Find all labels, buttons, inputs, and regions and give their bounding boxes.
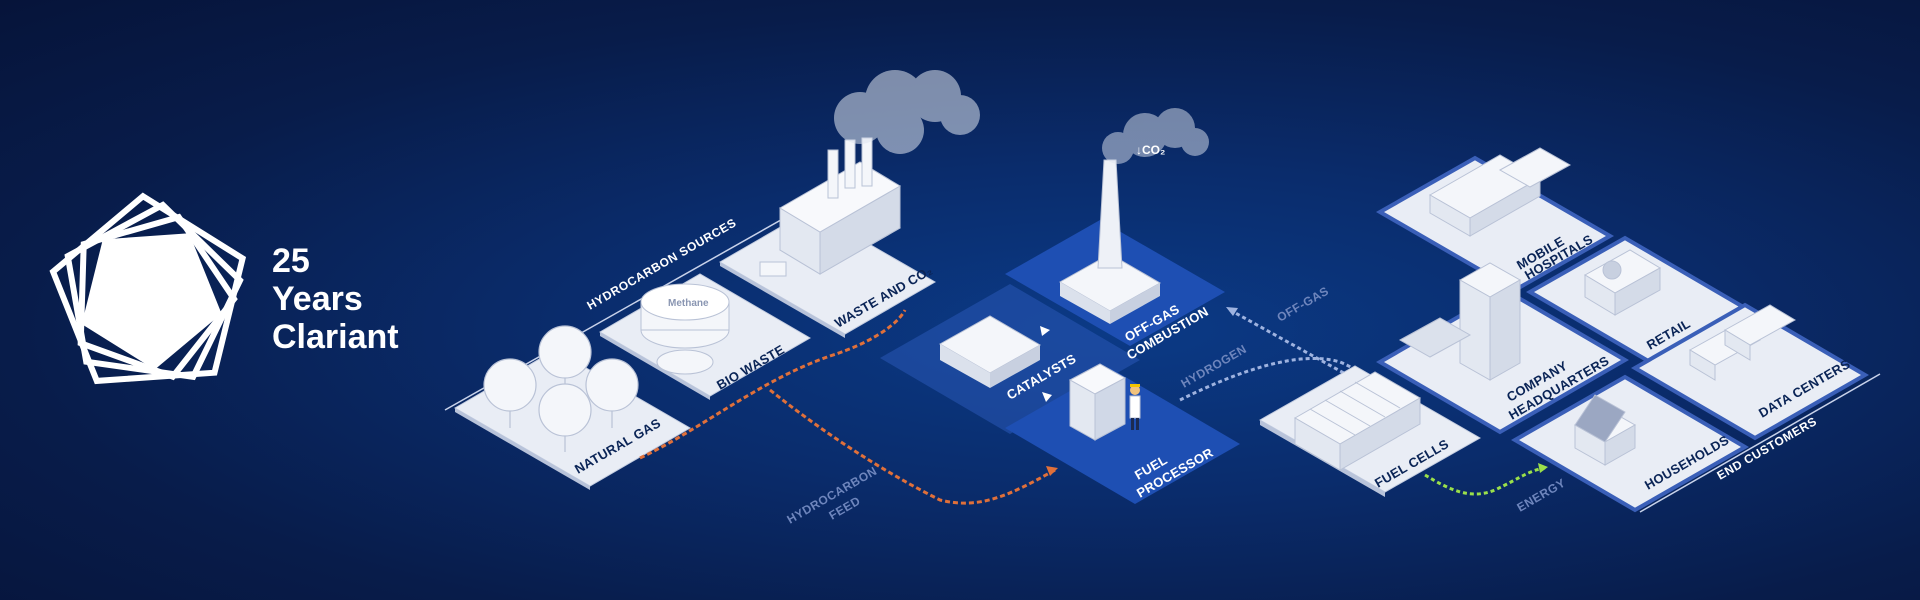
energy-flow: ENERGY <box>1424 463 1568 515</box>
methane-label: Methane <box>668 298 709 309</box>
fuel-processor-unit-icon <box>1068 363 1127 441</box>
mobile-hospitals-tile: MOBILE HOSPITALS <box>1375 147 1615 293</box>
offgas-flow: OFF-GAS <box>1226 284 1361 384</box>
end-customers-group: MOBILE HOSPITALS RETAIL COMPANY <box>1375 147 1881 513</box>
energy-label: ENERGY <box>1515 476 1568 515</box>
hydrocarbon-sources-group: HYDROCARBON SOURCES NATURAL GAS Methane <box>444 70 980 490</box>
logo-line-years: Years <box>272 280 363 318</box>
waste-co2-tile: WASTE AND CO₂ <box>718 70 980 338</box>
process-group: CATALYSTS FUEL PROCESSOR ↓CO₂ O <box>880 108 1240 504</box>
catalyst-box-icon <box>938 315 1042 388</box>
factory-icon <box>759 137 901 277</box>
logo-line-clariant: Clariant <box>272 318 399 356</box>
smoke-cloud-icon <box>834 70 980 154</box>
operator-icon <box>1129 384 1141 430</box>
data-centers-tile: DATA CENTERS <box>1631 302 1869 441</box>
chimney-icon <box>1058 159 1162 324</box>
clariant-logo: 25 Years Clariant <box>49 192 399 385</box>
logo-line-25: 25 <box>272 242 310 280</box>
households-tile: HOUSEHOLDS <box>1511 374 1749 513</box>
retail-store-icon <box>1584 249 1661 316</box>
arrow-to-catalysts-icon <box>1040 326 1050 336</box>
fuel-cell-stacks-icon <box>1293 371 1422 471</box>
methane-tank-icon: Methane <box>640 283 730 375</box>
headquarters-building-icon <box>1398 262 1522 381</box>
mobile-hospital-truck-icon <box>1428 147 1572 237</box>
gas-sphere-tanks <box>483 325 639 452</box>
server-racks-icon <box>1689 304 1796 381</box>
bio-waste-tile: Methane BIO WASTE <box>599 273 811 400</box>
co2-label: ↓CO₂ <box>1136 143 1165 157</box>
offgas-label: OFF-GAS <box>1275 284 1332 325</box>
house-icon <box>1573 394 1637 466</box>
fuel-cells-tile: FUEL CELLS <box>1258 365 1482 497</box>
customers-divider-line <box>1639 373 1881 513</box>
fuel-processor-tile <box>1005 368 1240 504</box>
co2-cloud-icon <box>1102 108 1209 164</box>
arrow-to-processor-icon <box>1042 392 1052 402</box>
pentagon-logo-icon <box>49 192 247 385</box>
